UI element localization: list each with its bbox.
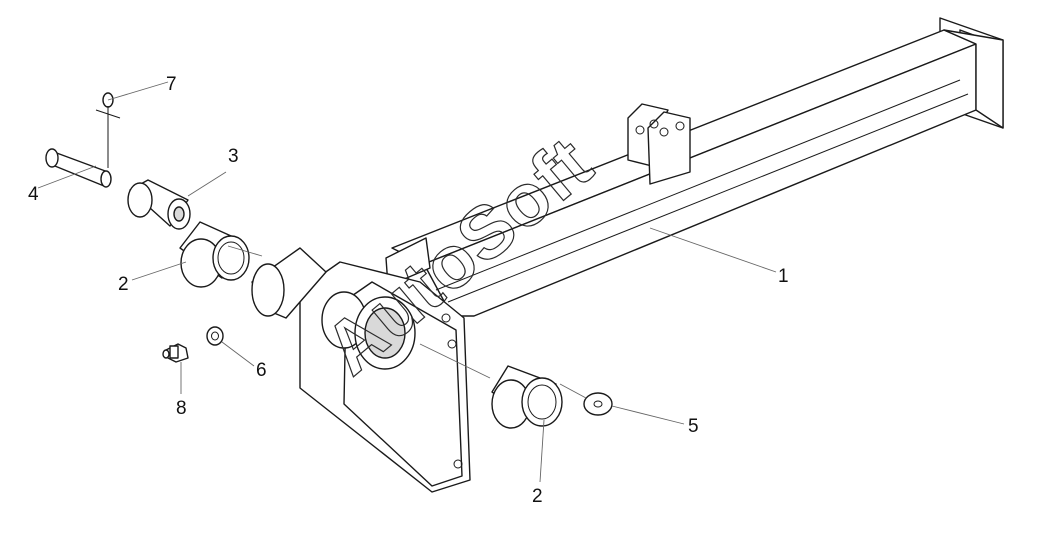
- callout-2-upper: 2: [118, 274, 129, 295]
- callout-8: 8: [176, 398, 187, 419]
- bushing-upper: [179, 221, 250, 288]
- callout-3: 3: [228, 146, 239, 167]
- mounting-plate-assembly: [251, 247, 471, 493]
- callout-1: 1: [778, 266, 789, 287]
- grease-nipple: [162, 343, 189, 363]
- callout-5: 5: [688, 416, 699, 437]
- leader-lines: [37, 81, 777, 483]
- cotter-pin: [95, 92, 121, 168]
- washer-small: [206, 326, 224, 346]
- callout-6: 6: [256, 360, 267, 381]
- callout-4: 4: [28, 184, 39, 205]
- pin: [45, 148, 112, 188]
- beam: [385, 17, 1004, 317]
- callout-7: 7: [166, 74, 177, 95]
- bushing-lower: [491, 365, 563, 429]
- sleeve: [127, 179, 191, 230]
- callout-labels: 7 3 4 2 1 6 8 5 2: [28, 74, 789, 507]
- washer-large: [583, 392, 613, 416]
- callout-2-lower: 2: [532, 486, 543, 507]
